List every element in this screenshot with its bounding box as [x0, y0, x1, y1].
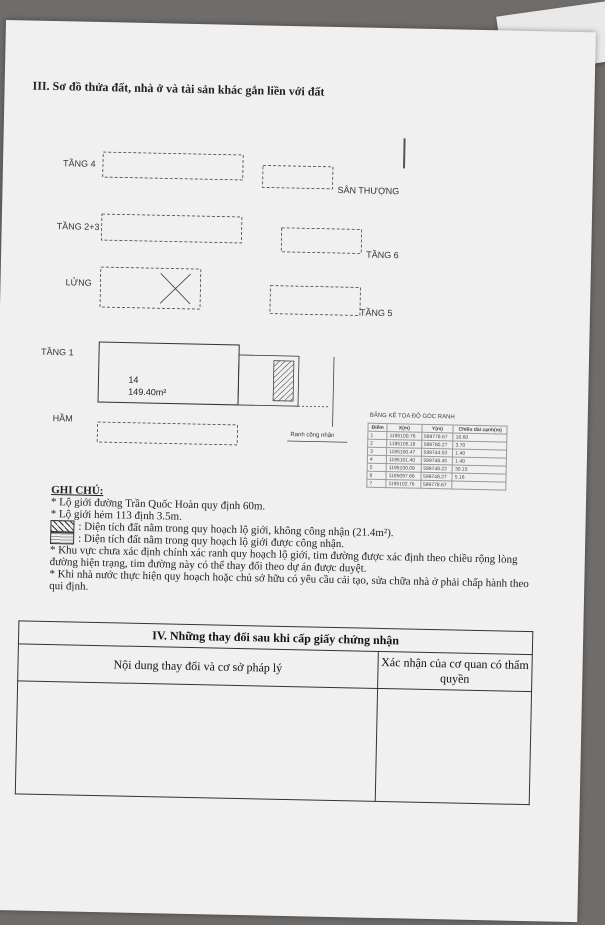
- hatch-swatch-icon: [50, 520, 75, 533]
- area-label: 149.40m²: [128, 387, 166, 398]
- boundary-label: Ranh công nhận: [290, 432, 334, 439]
- section-title: III. Sơ đồ thửa đất, nhà ở và tài sản kh…: [32, 78, 325, 99]
- floor-plan-diagram: 14 149.40m² Ranh công nhận: [96, 151, 363, 446]
- label-tang4: TẦNG 4: [62, 158, 96, 169]
- label-tang5: TẦNG 5: [359, 307, 393, 319]
- lot-number: 14: [128, 375, 138, 385]
- dotted-swatch-icon: [50, 532, 75, 545]
- label-tang23: TẦNG 2+3: [56, 221, 100, 233]
- changes-table: IV. Những thay đổi sau khi cấp giấy chứn…: [15, 620, 534, 805]
- label-lung: LỬNG: [65, 277, 92, 288]
- certificate-page: III. Sơ đồ thửa đất, nhà ở và tài sản kh…: [0, 20, 596, 923]
- label-san-thuong: SÂN THƯỢNG: [337, 184, 400, 197]
- changes-col-confirm: Xác nhận của cơ quan có thẩm quyền: [377, 651, 533, 692]
- changes-confirm-cell: [375, 688, 532, 805]
- label-ham: HẦM: [52, 413, 73, 424]
- changes-content-cell: [15, 680, 378, 802]
- notes-section: GHI CHÚ: * Lộ giới đường Trần Quốc Hoàn …: [49, 484, 531, 602]
- label-tang1: TẦNG 1: [40, 346, 74, 358]
- label-tang6: TẦNG 6: [366, 249, 399, 261]
